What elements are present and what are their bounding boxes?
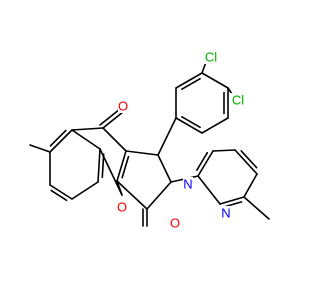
atom-label-n-lactam: N xyxy=(183,177,192,192)
bond-benzo-5 xyxy=(97,148,101,183)
bond-benzo-4 xyxy=(71,181,99,200)
bond-methyl-benzo xyxy=(29,144,51,153)
bond-pyrrole-5 xyxy=(157,154,172,183)
bond-phenyl-5 xyxy=(201,72,229,89)
bond-phenyl-2-second-line xyxy=(181,115,201,129)
bond-methyl-pyridine xyxy=(243,196,270,220)
atom-label-background xyxy=(230,93,246,107)
bond-pyrrole-1 xyxy=(125,150,159,156)
bond-phenyl-to-ring xyxy=(157,117,177,156)
bond-benzo-3 xyxy=(49,184,73,200)
bond-phenyl-2 xyxy=(175,117,203,134)
bond-pyridine-3 xyxy=(234,149,258,175)
bond-benzo-1 xyxy=(49,129,73,153)
bond-pyridine-1 xyxy=(197,150,214,177)
bond-layer xyxy=(29,61,270,227)
bond-phenyl-3 xyxy=(201,117,229,134)
bond-pyridine-2 xyxy=(212,149,236,152)
bond-pyridine-1-second-line xyxy=(196,151,209,171)
bond-pyridine-5-second-line xyxy=(223,201,243,208)
bond-ketone xyxy=(102,111,124,129)
atom-label-o-lactam: O xyxy=(170,216,180,231)
bond-phenyl-6 xyxy=(175,72,203,89)
atom-label-background xyxy=(203,50,219,64)
bond-chromone-3 xyxy=(71,129,101,150)
bond-ketone-second-line xyxy=(99,108,121,126)
bond-pyridine-4 xyxy=(243,173,258,198)
atom-label-background xyxy=(183,177,193,191)
bond-pyrrole-3 xyxy=(116,180,148,210)
bond-benzo-5-second-line xyxy=(101,153,105,179)
atom-label-n-pyridine: N xyxy=(221,206,230,221)
atom-label-o-ring: O xyxy=(117,200,127,215)
atom-label-cl2: Cl xyxy=(232,93,244,108)
bond-chromone-2 xyxy=(71,127,104,131)
bond-pyridine-6 xyxy=(197,175,221,205)
bond-phenyl-6-second-line xyxy=(181,77,201,91)
bond-benzo-3-second-line xyxy=(50,189,68,202)
bond-pyrrole-2-second-line xyxy=(121,155,130,179)
atom-label-background xyxy=(118,99,128,113)
bond-benzo-1-second-line xyxy=(49,129,67,147)
atom-label-o-ketone: O xyxy=(118,99,128,114)
bond-pyridine-3-second-line xyxy=(240,150,258,169)
atom-label-background xyxy=(170,216,180,230)
bond-chromone-1 xyxy=(102,127,127,152)
atom-label-background xyxy=(117,200,127,214)
bond-pyrrole-4 xyxy=(146,181,172,210)
atom-label-background xyxy=(221,206,231,220)
atom-label-cl1: Cl xyxy=(205,50,217,65)
bond-chromone-5 xyxy=(116,180,123,196)
bond-pyridine-5 xyxy=(219,196,245,205)
bond-pyrrole-2 xyxy=(116,150,127,182)
